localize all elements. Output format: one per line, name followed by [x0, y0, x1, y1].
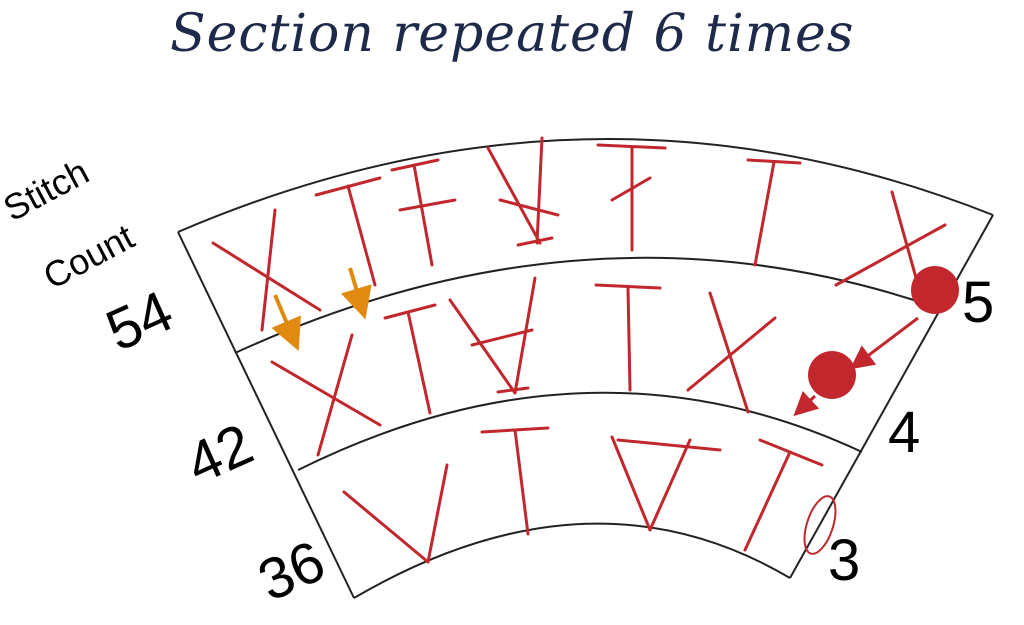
row-3-stitches — [342, 426, 824, 564]
arc-row4-row3 — [297, 391, 863, 471]
stitch-v-crossed — [486, 136, 560, 247]
inner-arc — [353, 522, 791, 599]
stitch-count-row-5: 54 — [97, 278, 182, 364]
stitch-count-row-3: 36 — [249, 528, 334, 614]
stitch-symbols — [211, 136, 947, 564]
stitch-x — [686, 291, 777, 414]
outer-arc — [177, 138, 994, 233]
row-number-4: 4 — [888, 400, 920, 465]
arc-row5-row4 — [234, 256, 933, 354]
stitch-v-topped — [610, 435, 722, 532]
count-label: Count — [37, 216, 141, 297]
row-number-5: 5 — [962, 270, 994, 335]
wedge-outline — [177, 138, 994, 599]
stitch-count-row-4: 42 — [177, 411, 262, 497]
stitch-x-2 — [834, 190, 947, 287]
row-5-start-dot — [911, 266, 959, 314]
stitch-tall — [314, 176, 382, 287]
stitch-label: Stitch — [0, 151, 95, 229]
row-number-3: 3 — [828, 528, 860, 593]
stitch-tall — [594, 283, 662, 392]
stitch-x — [211, 208, 322, 332]
row-start-markers — [793, 266, 959, 417]
stitch-tall — [743, 438, 824, 552]
stitch-v — [342, 463, 449, 564]
stitch-tall — [383, 303, 437, 415]
stitch-tall-crossed-2 — [596, 143, 667, 252]
left-edge — [177, 231, 355, 599]
orange-arrow-2 — [340, 267, 372, 320]
right-edge — [789, 214, 994, 579]
stitch-highlight-oval — [803, 495, 837, 555]
stitch-count-label: Stitch Count — [0, 151, 141, 297]
stitch-tall-2 — [746, 158, 802, 267]
stitch-tall — [480, 426, 550, 536]
stitch-v-crossed — [448, 276, 537, 395]
increase-markers — [271, 267, 372, 352]
row-5-start-arrow — [849, 316, 919, 370]
row-5-stitches — [211, 136, 947, 332]
stitch-tall-crossed — [390, 158, 457, 267]
diagram-title: Section repeated 6 times — [170, 4, 855, 64]
stitch-x — [270, 333, 382, 457]
row-4-stitches — [270, 276, 777, 457]
row-4-start-arrow — [793, 390, 820, 417]
orange-arrow-1 — [271, 294, 301, 352]
row-4-start-dot — [808, 351, 856, 399]
